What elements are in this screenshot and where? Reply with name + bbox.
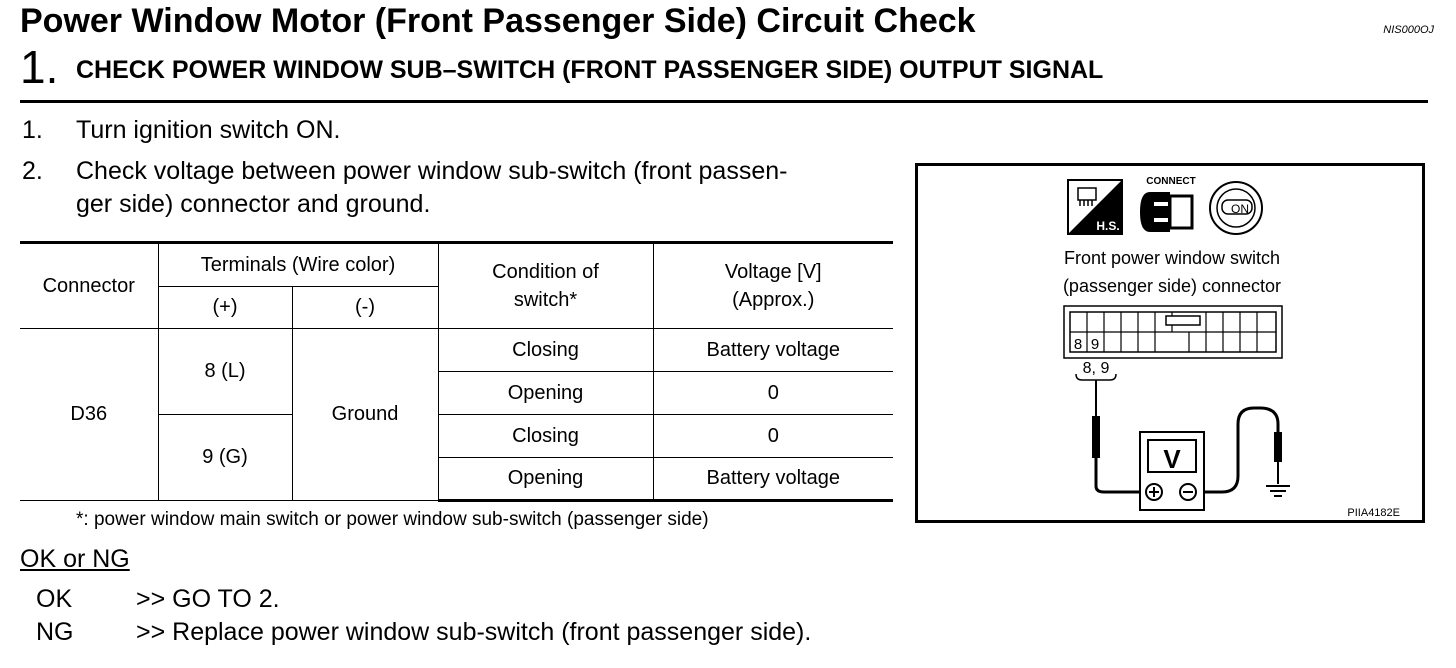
result-status: NG	[36, 618, 74, 646]
table-footnote: *: power window main switch or power win…	[76, 509, 709, 530]
connect-icon: CONNECT	[1140, 176, 1196, 232]
ground-cell: Ground	[291, 328, 439, 501]
step-number: 1.	[20, 41, 59, 93]
result-status: OK	[36, 585, 73, 613]
ignition-on-icon: ON	[1209, 181, 1263, 235]
circuit-diagram: H.S. CONNECT ON Front power window switc…	[915, 163, 1425, 523]
connector-label: (passenger side) connector	[1063, 276, 1281, 296]
connector-cell: D36	[20, 328, 159, 501]
header-divider	[20, 100, 1428, 103]
hs-label: H.S.	[1096, 219, 1119, 233]
test-leads	[1092, 380, 1282, 494]
voltage-cell: Battery voltage	[652, 328, 893, 372]
instruction-number: 1.	[22, 116, 43, 144]
voltmeter: V	[1139, 431, 1205, 511]
voltage-spec-table: Connector Terminals (Wire color) Conditi…	[20, 241, 893, 502]
header-condition: Condition of switch*	[437, 241, 654, 329]
header-voltage-line: Voltage [V]	[724, 261, 822, 283]
condition-cell: Opening	[437, 371, 654, 415]
header-condition-line: Condition of	[492, 261, 599, 283]
voltage-cell: 0	[652, 414, 893, 458]
hs-harness-icon: H.S.	[1067, 179, 1123, 235]
condition-cell: Closing	[437, 328, 654, 372]
instruction-text: ger side) connector and ground.	[76, 190, 431, 218]
voltage-cell: 0	[652, 371, 893, 415]
header-voltage-line: (Approx.)	[732, 289, 815, 311]
instruction-text: Check voltage between power window sub-s…	[76, 157, 788, 185]
on-label: ON	[1231, 202, 1249, 216]
figure-id: PIIA4182E	[1347, 507, 1400, 519]
step-title: CHECK POWER WINDOW SUB–SWITCH (FRONT PAS…	[76, 56, 1104, 84]
instruction-number: 2.	[22, 157, 43, 185]
pin-label: 9	[1091, 336, 1099, 353]
meter-label: V	[1163, 444, 1181, 474]
header-connector: Connector	[20, 241, 159, 329]
ground-symbol	[1266, 485, 1290, 497]
voltage-cell: Battery voltage	[652, 457, 893, 502]
header-plus: (+)	[157, 286, 293, 329]
instruction-text: Turn ignition switch ON.	[76, 116, 341, 144]
result-heading: OK or NG	[20, 545, 130, 573]
condition-cell: Closing	[437, 414, 654, 458]
pins-label: 8, 9	[1083, 360, 1110, 377]
connect-label: CONNECT	[1146, 176, 1195, 187]
header-voltage: Voltage [V] (Approx.)	[652, 241, 893, 329]
connector-label: Front power window switch	[1064, 248, 1280, 268]
terminal-cell: 9 (G)	[157, 414, 293, 501]
header-condition-line: switch*	[513, 289, 578, 311]
header-terminals: Terminals (Wire color)	[157, 241, 439, 287]
page-title: Power Window Motor (Front Passenger Side…	[20, 2, 976, 40]
pin-label: 8	[1074, 336, 1082, 353]
condition-cell: Opening	[437, 457, 654, 502]
result-action: >> GO TO 2.	[136, 585, 280, 613]
header-minus: (-)	[291, 286, 439, 329]
result-action: >> Replace power window sub-switch (fron…	[136, 618, 812, 646]
terminal-cell: 8 (L)	[157, 328, 293, 415]
document-id: NIS000OJ	[1383, 24, 1434, 36]
connector-face: 8 9	[1063, 305, 1283, 359]
